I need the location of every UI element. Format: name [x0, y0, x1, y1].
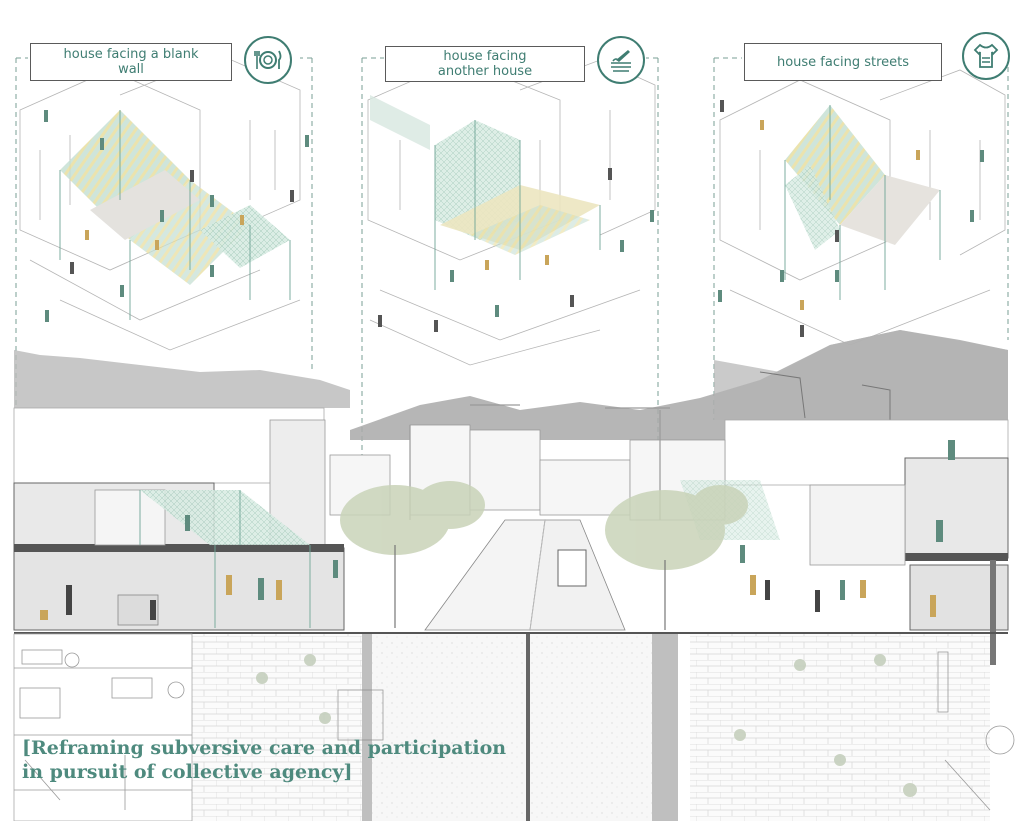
t-shirt-icon: [962, 32, 1010, 80]
caption-line-2: in pursuit of collective agency]: [22, 761, 353, 783]
panel-3-label-line-1: house facing streets: [776, 54, 910, 70]
panel-1-canopy: [59, 110, 291, 320]
hand-painting-icon: [597, 36, 645, 84]
mountain-backdrop: [14, 330, 1008, 440]
panel-2-label-line-2: another house: [437, 64, 533, 79]
panel-2-label-line-1: house facing: [443, 49, 527, 64]
panel-1-label-line-2: wall: [118, 62, 144, 77]
panel-3-canopy: [784, 105, 941, 300]
panel-1-label-line-1: house facing a blank: [63, 47, 199, 62]
panel-1-label: house facing a blank wall: [30, 43, 232, 81]
dining-plate-cutlery-icon: [244, 36, 292, 84]
panel-3-label: house facing streets: [744, 43, 942, 81]
isometric-panels: [15, 54, 1009, 470]
street-trees: [340, 481, 748, 570]
caption-line-1: [Reframing subversive care and participa…: [22, 737, 507, 759]
panel-2-canopy: [370, 95, 601, 290]
ground-plan: [13, 632, 1015, 821]
street-people: [40, 440, 955, 620]
diagram-caption: [Reframing subversive care and participa…: [22, 736, 522, 784]
panel-people: [44, 100, 984, 337]
panel-2-label: house facing another house: [385, 46, 585, 82]
street-section: [13, 404, 1009, 665]
